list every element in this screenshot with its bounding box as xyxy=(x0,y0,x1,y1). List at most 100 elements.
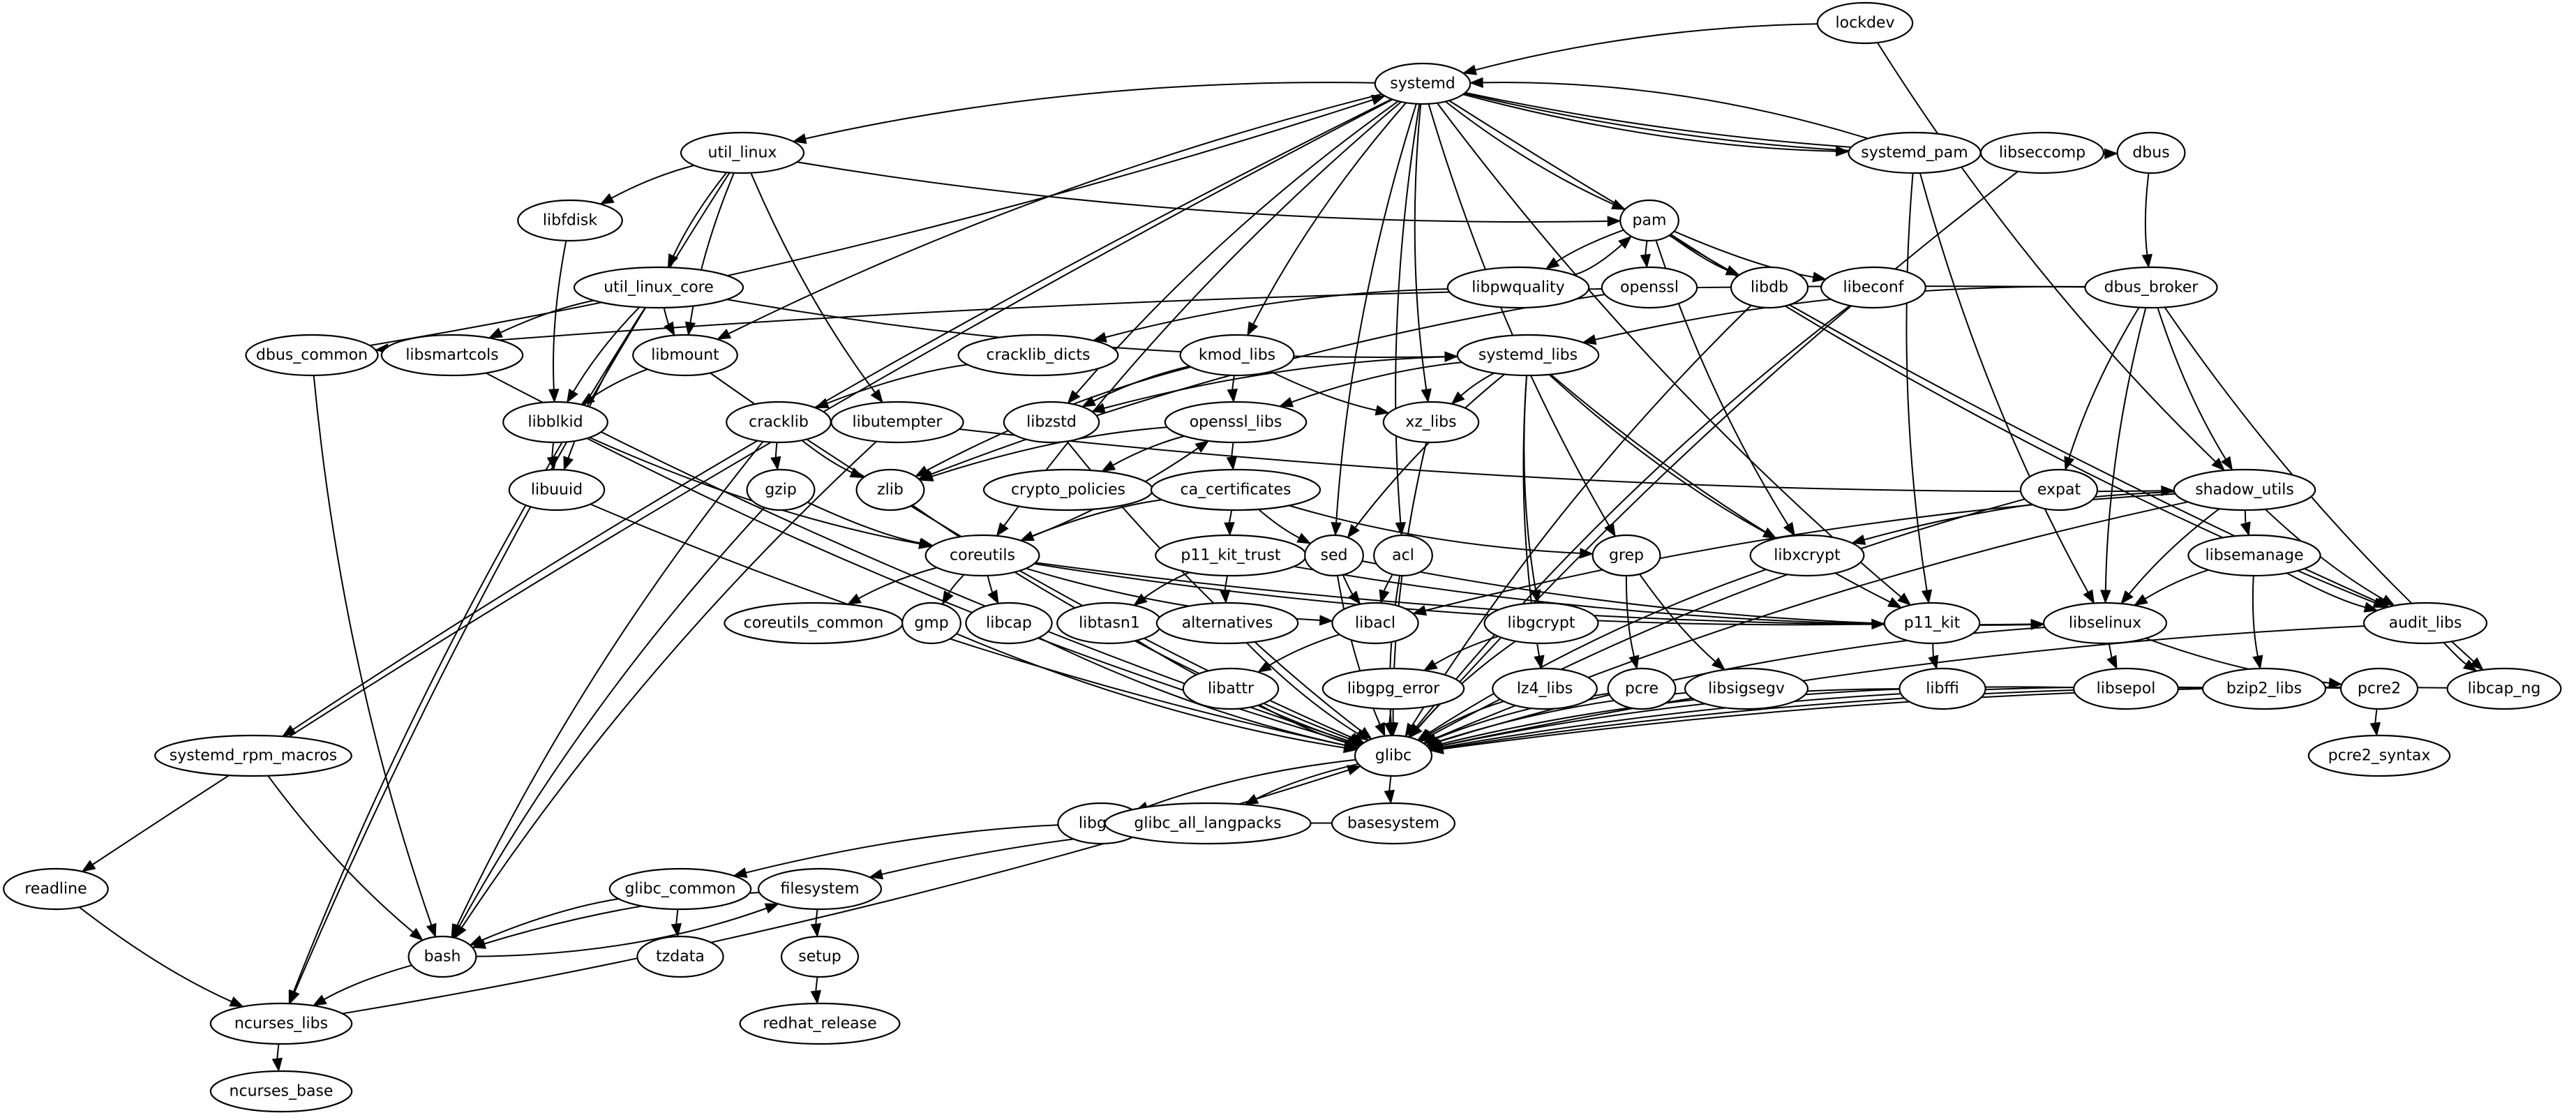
node-expat[interactable]: expat xyxy=(2019,468,2099,511)
node-systemd[interactable]: systemd xyxy=(1374,62,1472,105)
edge-dbus_common-to-bash xyxy=(313,375,437,938)
edge-grep-to-pcre xyxy=(1625,575,1640,670)
arrowhead-icon xyxy=(1812,271,1827,283)
node-libgpg-error[interactable]: libgpg_error xyxy=(1321,667,1465,710)
node-ellipse xyxy=(209,1002,353,1045)
arrowhead-icon xyxy=(1345,738,1361,748)
arrowhead-icon xyxy=(409,927,424,941)
node-ellipse xyxy=(680,131,805,174)
arrowhead-icon xyxy=(281,724,297,738)
node-libselinux[interactable]: libselinux xyxy=(2042,602,2168,645)
edge-shadow_utils-to-audit_libs xyxy=(2264,508,2396,606)
node-libtasn1[interactable]: libtasn1 xyxy=(1056,602,1162,645)
node-glibc[interactable]: glibc xyxy=(1354,734,1433,777)
node-audit-libs[interactable]: audit_libs xyxy=(2362,602,2488,645)
node-openssl-libs[interactable]: openssl_libs xyxy=(1164,401,1308,444)
node-dbus-broker[interactable]: dbus_broker xyxy=(2084,266,2218,309)
node-coreutils[interactable]: coreutils xyxy=(924,534,1040,577)
node-alternatives[interactable]: alternatives xyxy=(1155,602,1299,645)
node-ellipse xyxy=(2073,667,2179,710)
node-coreutils-common[interactable]: coreutils_common xyxy=(724,602,904,645)
arrowhead-icon xyxy=(1921,589,1933,604)
node-cracklib[interactable]: cracklib xyxy=(726,401,832,444)
node-util-linux-core[interactable]: util_linux_core xyxy=(573,266,744,309)
node-xz-libs[interactable]: xz_libs xyxy=(1382,401,1480,444)
node-tzdata[interactable]: tzdata xyxy=(636,935,724,978)
node-libseccomp[interactable]: libseccomp xyxy=(1979,131,2105,174)
node-glibc-all-langpacks[interactable]: glibc_all_langpacks xyxy=(1104,802,1312,845)
node-libgcrypt[interactable]: libgcrypt xyxy=(1483,602,1599,645)
node-shadow-utils[interactable]: shadow_utils xyxy=(2173,468,2316,511)
node-libsepol[interactable]: libsepol xyxy=(2073,667,2179,710)
node-p11-kit-trust[interactable]: p11_kit_trust xyxy=(1155,534,1307,577)
node-glibc-common[interactable]: glibc_common xyxy=(608,867,752,911)
node-ca-certificates[interactable]: ca_certificates xyxy=(1150,468,1321,511)
edge-coreutils-to-gmp xyxy=(941,574,965,606)
node-dbus-common[interactable]: dbus_common xyxy=(245,334,379,377)
edge-line xyxy=(573,306,641,392)
arrowhead-icon xyxy=(1296,532,1312,544)
node-gzip[interactable]: gzip xyxy=(746,468,816,511)
node-zlib[interactable]: zlib xyxy=(855,468,925,511)
node-gmp[interactable]: gmp xyxy=(901,602,961,645)
node-libsemanage[interactable]: libsemanage xyxy=(2187,534,2321,577)
node-bzip2-libs[interactable]: bzip2_libs xyxy=(2201,667,2327,710)
node-libpwquality[interactable]: libpwquality xyxy=(1446,266,1590,309)
node-libdb[interactable]: libdb xyxy=(1730,266,1809,309)
node-util-linux[interactable]: util_linux xyxy=(680,131,805,174)
node-libcap-ng[interactable]: libcap_ng xyxy=(2446,667,2562,710)
node-libcap[interactable]: libcap xyxy=(965,602,1053,645)
node-ncurses-base[interactable]: ncurses_base xyxy=(209,1070,353,1113)
node-pcre[interactable]: pcre xyxy=(1607,667,1677,710)
edge-p11_kit_trust-to-alternatives xyxy=(1220,575,1231,604)
node-acl[interactable]: acl xyxy=(1373,534,1433,577)
node-basesystem[interactable]: basesystem xyxy=(1331,802,1456,845)
node-libzstd[interactable]: libzstd xyxy=(1003,401,1100,444)
node-libmount[interactable]: libmount xyxy=(632,334,738,377)
node-filesystem[interactable]: filesystem xyxy=(757,867,883,911)
node-libsigsegv[interactable]: libsigsegv xyxy=(1684,667,1809,710)
edge-line xyxy=(267,775,414,933)
edge-libsemanage-to-bzip2_libs xyxy=(2252,575,2263,670)
node-crypto-policies[interactable]: crypto_policies xyxy=(982,468,1154,511)
node-kmod-libs[interactable]: kmod_libs xyxy=(1179,334,1295,377)
node-systemd-rpm-macros[interactable]: systemd_rpm_macros xyxy=(154,734,352,777)
edge-libutempter-to-shadow_utils xyxy=(959,428,2176,497)
node-ellipse xyxy=(2339,667,2419,710)
node-pam[interactable]: pam xyxy=(1619,199,1679,242)
node-readline[interactable]: readline xyxy=(3,867,109,911)
arrowhead-icon xyxy=(1429,743,1444,754)
node-systemd-pam[interactable]: systemd_pam xyxy=(1848,131,1982,174)
node-libattr[interactable]: libattr xyxy=(1182,667,1280,710)
node-libffi[interactable]: libffi xyxy=(1899,667,1986,710)
arrowhead-icon xyxy=(1067,389,1081,404)
node-setup[interactable]: setup xyxy=(780,935,860,978)
node-ncurses-libs[interactable]: ncurses_libs xyxy=(209,1002,353,1045)
node-lockdev[interactable]: lockdev xyxy=(1816,1,1914,45)
node-libsmartcols[interactable]: libsmartcols xyxy=(380,334,524,377)
node-redhat-release[interactable]: redhat_release xyxy=(739,1002,901,1045)
node-label: glibc xyxy=(1375,747,1411,765)
node-openssl[interactable]: openssl xyxy=(1601,266,1698,309)
node-libeconf[interactable]: libeconf xyxy=(1820,266,1926,309)
node-libxcrypt[interactable]: libxcrypt xyxy=(1749,534,1865,577)
node-p11-kit[interactable]: p11_kit xyxy=(1883,602,1981,645)
node-pcre2-syntax[interactable]: pcre2_syntax xyxy=(2307,734,2451,777)
node-label: grep xyxy=(1609,547,1644,565)
node-ellipse xyxy=(502,401,608,444)
node-grep[interactable]: grep xyxy=(1592,534,1661,577)
node-dbus[interactable]: dbus xyxy=(2116,131,2186,174)
node-libuuid[interactable]: libuuid xyxy=(508,468,606,511)
node-pcre2[interactable]: pcre2 xyxy=(2339,667,2419,710)
arrowhead-icon xyxy=(987,589,999,605)
edge-dbus_common-to-systemd xyxy=(369,94,1386,347)
node-cracklib-dicts[interactable]: cracklib_dicts xyxy=(957,334,1119,377)
node-systemd-libs[interactable]: systemd_libs xyxy=(1456,334,1600,377)
node-libfdisk[interactable]: libfdisk xyxy=(517,199,623,242)
node-lz4-libs[interactable]: lz4_libs xyxy=(1492,667,1598,710)
node-libblkid[interactable]: libblkid xyxy=(502,401,608,444)
node-libacl[interactable]: libacl xyxy=(1331,602,1419,645)
node-sed[interactable]: sed xyxy=(1304,534,1364,577)
node-bash[interactable]: bash xyxy=(407,935,477,978)
node-libutempter[interactable]: libutempter xyxy=(830,401,964,444)
